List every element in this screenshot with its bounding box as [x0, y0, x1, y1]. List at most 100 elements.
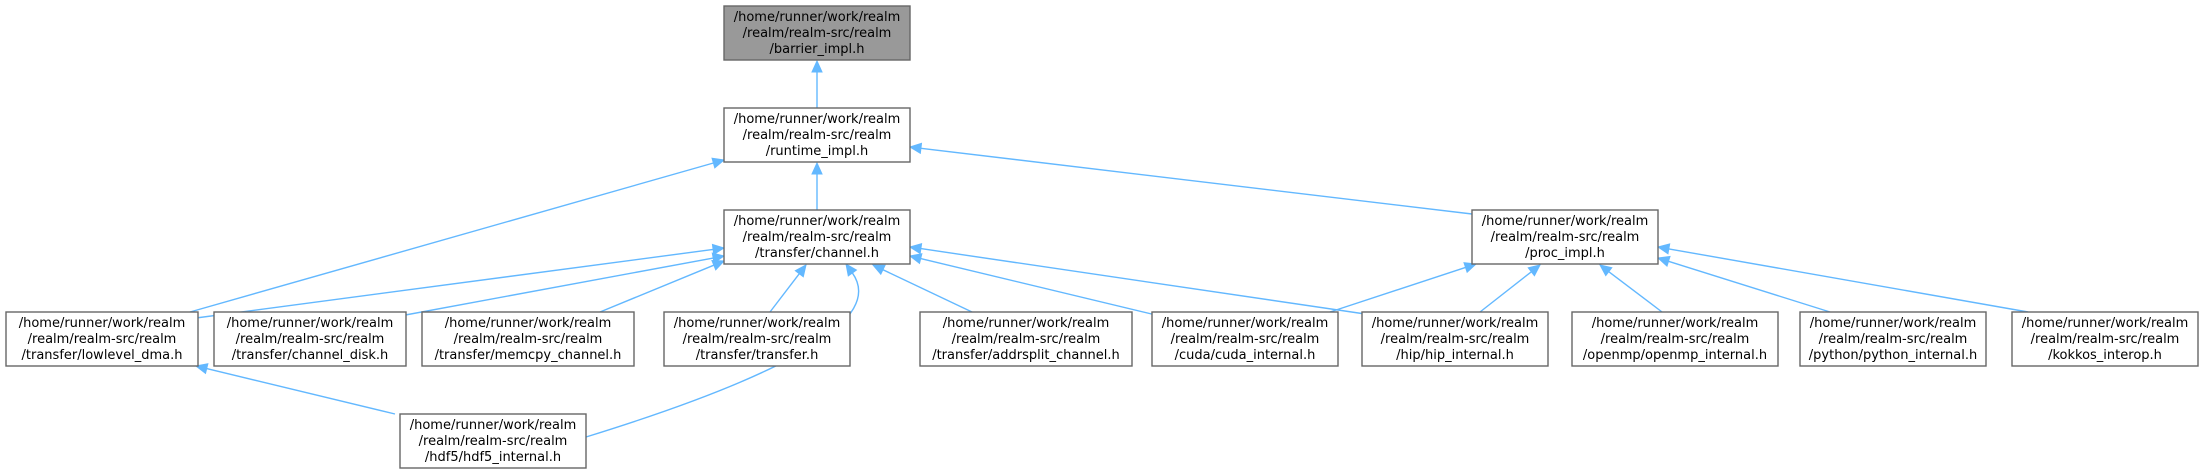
- arrowhead: [908, 253, 923, 265]
- node-label-line: /realm/realm-src/realm: [1171, 332, 1320, 347]
- edge-memcpy_channel-to-channel: [599, 260, 726, 313]
- arrowhead: [1656, 255, 1671, 267]
- edge-kokkos_interop-to-proc_impl: [1656, 243, 2029, 313]
- node-label-line: /cuda/cuda_internal.h: [1175, 348, 1316, 363]
- node-box: [663, 311, 851, 367]
- node-label-line: /realm/realm-src/realm: [236, 332, 385, 347]
- node-label-line: /home/runner/work/realm: [1592, 316, 1759, 331]
- edge-line: [1329, 266, 1466, 313]
- edge-line: [1479, 271, 1532, 313]
- node-label-line: /realm/realm-src/realm: [952, 332, 1101, 347]
- node-label-line: /realm/realm-src/realm: [743, 230, 892, 245]
- node-python-internal[interactable]: /home/runner/work/realm/realm/realm-src/…: [1799, 311, 1987, 367]
- node-label-line: /transfer/channel.h: [755, 246, 879, 261]
- node-label-line: /realm/realm-src/realm: [1381, 332, 1530, 347]
- arrowhead: [711, 157, 726, 169]
- node-box: [919, 311, 1133, 367]
- edge-line: [769, 273, 800, 313]
- node-box: [1571, 311, 1779, 367]
- edge-openmp_internal-to-proc_impl: [1599, 264, 1663, 313]
- node-lowlevel-dma[interactable]: /home/runner/work/realm/realm/realm-src/…: [5, 311, 199, 367]
- edge-addrsplit_channel-to-channel: [871, 264, 973, 313]
- edges-layer: [189, 59, 2029, 438]
- node-label-line: /barrier_impl.h: [769, 42, 864, 57]
- arrowhead: [1599, 264, 1613, 277]
- arrowhead: [871, 264, 886, 276]
- node-barrier-impl[interactable]: /home/runner/work/realm/realm/realm-src/…: [723, 5, 911, 61]
- arrowhead: [711, 243, 726, 256]
- node-label-line: /home/runner/work/realm: [734, 10, 901, 25]
- node-channel-disk[interactable]: /home/runner/work/realm/realm/realm-src/…: [213, 311, 407, 367]
- node-label-line: /realm/realm-src/realm: [1491, 230, 1640, 245]
- node-addrsplit-channel[interactable]: /home/runner/work/realm/realm/realm-src/…: [919, 311, 1133, 367]
- node-channel[interactable]: /home/runner/work/realm/realm/realm-src/…: [723, 209, 911, 265]
- edge-cuda_internal-to-proc_impl: [1329, 262, 1478, 313]
- edge-lowlevel_dma-to-channel: [195, 243, 726, 319]
- node-label-line: /realm/realm-src/realm: [743, 128, 892, 143]
- arrowhead: [845, 263, 858, 277]
- edge-line: [399, 257, 714, 317]
- arrowhead: [711, 260, 726, 271]
- node-box: [1361, 311, 1549, 367]
- edge-line: [920, 247, 1373, 316]
- node-label-line: /home/runner/work/realm: [1162, 316, 1329, 331]
- node-runtime-impl[interactable]: /home/runner/work/realm/realm/realm-src/…: [723, 107, 911, 163]
- node-transfer[interactable]: /home/runner/work/realm/realm/realm-src/…: [663, 311, 851, 367]
- node-box: [213, 311, 407, 367]
- node-label-line: /home/runner/work/realm: [410, 418, 577, 433]
- node-label-line: /realm/realm-src/realm: [454, 332, 603, 347]
- edge-runtime_impl-to-barrier_impl: [811, 59, 823, 108]
- node-label-line: /transfer/addrsplit_channel.h: [932, 348, 1120, 363]
- node-label-line: /realm/realm-src/realm: [2031, 332, 2180, 347]
- edge-line: [920, 147, 1473, 215]
- node-box: [421, 311, 635, 367]
- node-openmp-internal[interactable]: /home/runner/work/realm/realm/realm-src/…: [1571, 311, 1779, 367]
- node-label-line: /home/runner/work/realm: [734, 214, 901, 229]
- node-label-line: /hip/hip_internal.h: [1396, 348, 1514, 363]
- node-label-line: /realm/realm-src/realm: [28, 332, 177, 347]
- edge-python_internal-to-proc_impl: [1656, 255, 1831, 313]
- node-label-line: /kokkos_interop.h: [2048, 348, 2162, 363]
- node-box: [399, 413, 587, 469]
- node-label-line: /runtime_impl.h: [766, 144, 869, 159]
- node-label-line: /transfer/memcpy_channel.h: [435, 348, 622, 363]
- edge-line: [1668, 248, 2029, 313]
- edge-hdf5_internal-to-lowlevel_dma: [194, 363, 396, 415]
- node-label-line: /home/runner/work/realm: [674, 316, 841, 331]
- node-box: [723, 5, 911, 61]
- node-box: [5, 311, 199, 367]
- edge-line: [1668, 260, 1831, 313]
- node-label-line: /realm/realm-src/realm: [1819, 332, 1968, 347]
- arrowhead: [811, 161, 823, 175]
- edge-cuda_internal-to-channel: [908, 253, 1161, 317]
- node-hdf5-internal[interactable]: /home/runner/work/realm/realm/realm-src/…: [399, 413, 587, 469]
- node-label-line: /home/runner/work/realm: [445, 316, 612, 331]
- node-label-line: /home/runner/work/realm: [1482, 214, 1649, 229]
- node-label-line: /home/runner/work/realm: [19, 316, 186, 331]
- edge-channel-to-runtime_impl: [811, 161, 823, 210]
- node-hip-internal[interactable]: /home/runner/work/realm/realm/realm-src/…: [1361, 311, 1549, 367]
- node-cuda-internal[interactable]: /home/runner/work/realm/realm/realm-src/…: [1151, 311, 1339, 367]
- node-proc-impl[interactable]: /home/runner/work/realm/realm/realm-src/…: [1471, 209, 1659, 265]
- node-label-line: /transfer/transfer.h: [696, 348, 819, 363]
- node-label-line: /openmp/openmp_internal.h: [1583, 348, 1767, 363]
- node-label-line: /home/runner/work/realm: [1810, 316, 1977, 331]
- arrowhead: [794, 264, 807, 278]
- node-label-line: /home/runner/work/realm: [734, 112, 901, 127]
- edge-hip_internal-to-channel: [908, 242, 1373, 316]
- node-kokkos-interop[interactable]: /home/runner/work/realm/realm/realm-src/…: [2011, 311, 2199, 367]
- edge-proc_impl-to-runtime_impl: [908, 142, 1473, 215]
- arrowhead: [811, 59, 823, 73]
- node-memcpy-channel[interactable]: /home/runner/work/realm/realm/realm-src/…: [421, 311, 635, 367]
- arrowhead: [1463, 262, 1478, 274]
- arrowhead: [908, 242, 923, 255]
- edge-line: [195, 248, 714, 319]
- node-label-line: /home/runner/work/realm: [1372, 316, 1539, 331]
- edge-transfer-to-channel: [769, 264, 807, 313]
- node-label-line: /realm/realm-src/realm: [743, 26, 892, 41]
- node-label-line: /proc_impl.h: [1525, 246, 1605, 261]
- edge-lowlevel_dma-to-runtime_impl: [189, 157, 726, 313]
- node-label-line: /home/runner/work/realm: [2022, 316, 2189, 331]
- node-box: [1151, 311, 1339, 367]
